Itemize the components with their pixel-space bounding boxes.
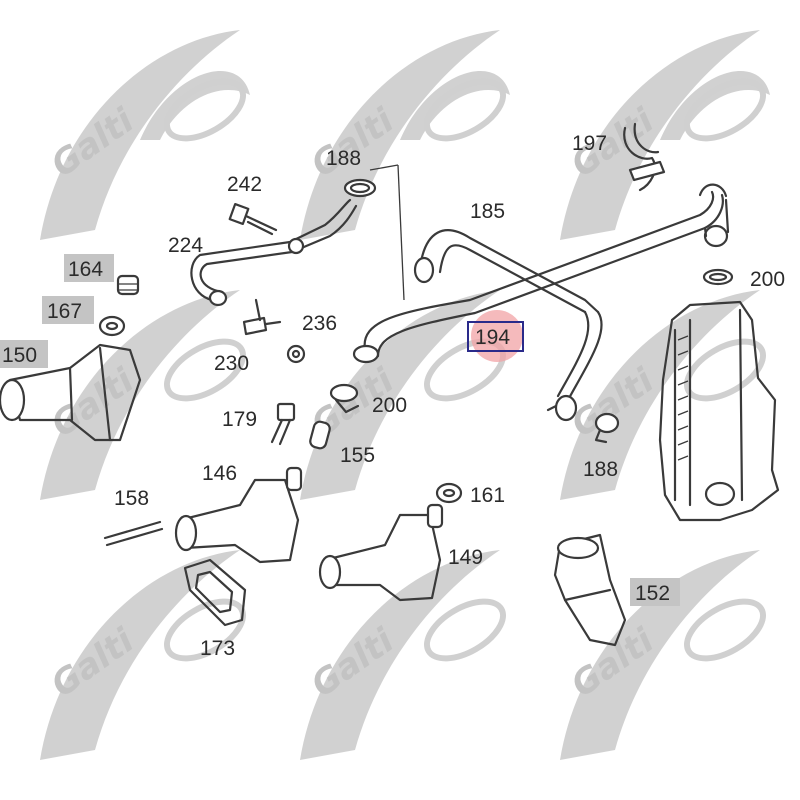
watermark-swoosh <box>560 290 766 500</box>
clamp-188-lower[interactable] <box>594 412 620 444</box>
highlight-box <box>467 321 524 352</box>
label-200-middle[interactable]: 200 <box>372 394 407 417</box>
connector-155[interactable] <box>309 420 331 450</box>
seal-161[interactable] <box>435 482 463 504</box>
watermark-swoosh <box>40 30 250 240</box>
label-200-right[interactable]: 200 <box>750 268 785 291</box>
gasket-173[interactable] <box>183 558 247 627</box>
washer-236[interactable] <box>286 344 306 364</box>
pin-158[interactable] <box>103 520 164 547</box>
watermark-swoosh <box>300 550 506 760</box>
label-box-164 <box>64 254 114 282</box>
label-box-150 <box>0 340 48 368</box>
bolt-179[interactable] <box>270 402 296 446</box>
bolt-242[interactable] <box>228 202 278 236</box>
label-194[interactable]: 194 <box>475 326 510 349</box>
label-158[interactable]: 158 <box>114 487 149 510</box>
hose-224[interactable] <box>190 198 358 307</box>
label-230[interactable]: 230 <box>214 352 249 375</box>
housing-right[interactable] <box>658 300 780 522</box>
label-185[interactable]: 185 <box>470 200 505 223</box>
label-224[interactable]: 224 <box>168 234 203 257</box>
sensor-230[interactable] <box>242 298 282 336</box>
label-box-152 <box>630 578 680 606</box>
hose-185[interactable] <box>352 183 730 422</box>
watermark-swoosh <box>40 290 246 500</box>
label-150[interactable]: 150 <box>2 344 37 367</box>
label-161[interactable]: 161 <box>470 484 505 507</box>
label-149[interactable]: 149 <box>448 546 483 569</box>
housing-150[interactable] <box>0 343 142 442</box>
label-179[interactable]: 179 <box>222 408 257 431</box>
label-173[interactable]: 173 <box>200 637 235 660</box>
label-box-167 <box>42 296 94 324</box>
label-188-lower[interactable]: 188 <box>583 458 618 481</box>
watermark-swoosh <box>40 550 246 760</box>
label-236[interactable]: 236 <box>302 312 337 335</box>
watermark-swoosh <box>560 30 770 240</box>
leader-line <box>369 164 399 171</box>
highlight-194[interactable] <box>467 310 524 362</box>
label-167[interactable]: 167 <box>47 300 82 323</box>
leader-line <box>397 164 405 301</box>
plug-164[interactable] <box>116 274 140 296</box>
clip-197[interactable] <box>623 122 666 192</box>
label-242[interactable]: 242 <box>227 173 262 196</box>
clamp-200-right[interactable] <box>702 268 734 286</box>
housing-149[interactable] <box>318 503 444 602</box>
label-155[interactable]: 155 <box>340 444 375 467</box>
clamp-188-upper[interactable] <box>343 178 377 198</box>
label-197[interactable]: 197 <box>572 132 607 155</box>
washer-167[interactable] <box>98 315 126 337</box>
label-146[interactable]: 146 <box>202 462 237 485</box>
elbow-152[interactable] <box>553 533 627 647</box>
label-164[interactable]: 164 <box>68 258 103 281</box>
label-boxes <box>0 254 680 606</box>
clamp-200-middle[interactable] <box>329 383 360 414</box>
part-labels: 164 167 150 242 224 188 185 197 200 236 … <box>2 132 785 660</box>
label-152[interactable]: 152 <box>635 582 670 605</box>
housing-146[interactable] <box>174 466 303 564</box>
watermark-swoosh <box>560 550 766 760</box>
label-188-upper[interactable]: 188 <box>326 147 361 170</box>
